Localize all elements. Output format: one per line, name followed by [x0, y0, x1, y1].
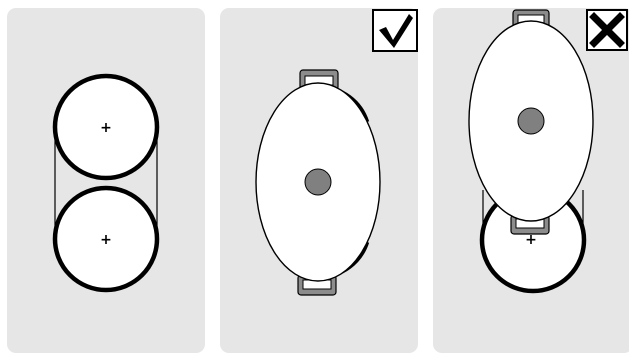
- panel-zones: [7, 8, 205, 353]
- bridge-zone-diagram: + +: [52, 73, 160, 293]
- lid-knob: [517, 107, 545, 135]
- checkmark-icon: [372, 9, 418, 52]
- incorrect-placement-diagram: +: [468, 9, 628, 294]
- cooking-zone-bottom: [52, 185, 160, 293]
- cooking-zone-top: [52, 73, 160, 181]
- cross-icon: [586, 9, 628, 51]
- correct-placement-diagram: [255, 9, 418, 296]
- zone-center-mark-top: +: [100, 120, 112, 136]
- zone-center-mark-bottom: +: [100, 232, 112, 248]
- lid-knob: [304, 168, 332, 196]
- zone-center-mark: +: [525, 232, 537, 248]
